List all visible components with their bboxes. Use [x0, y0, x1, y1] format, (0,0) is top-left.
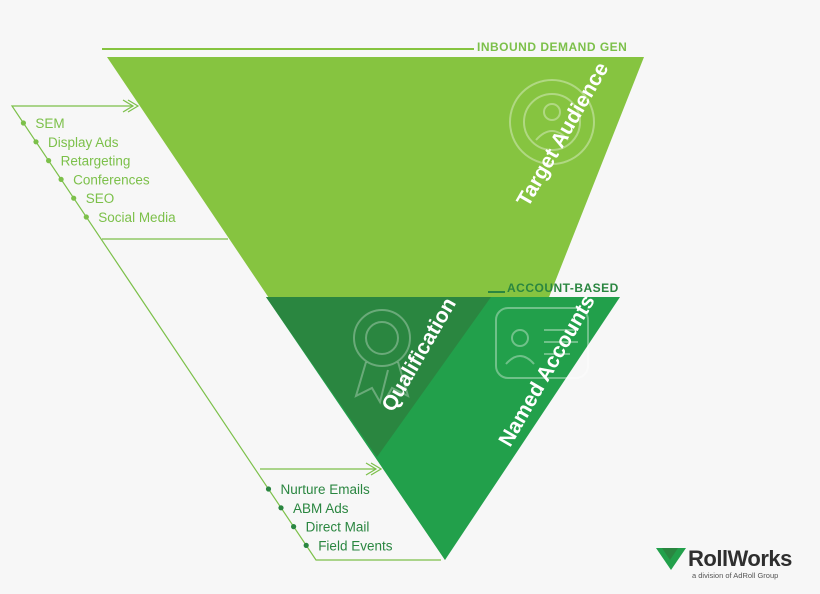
rollworks-logo-icon	[656, 548, 686, 570]
channel-item: Retargeting	[61, 154, 131, 169]
list-bullet	[291, 524, 297, 530]
channel-item: ABM Ads	[293, 501, 349, 516]
channel-item: SEM	[35, 116, 64, 131]
qualification-segment	[266, 297, 491, 457]
list-bullet	[33, 139, 39, 145]
list-bullet	[46, 158, 52, 164]
list-bullet	[83, 214, 89, 220]
logo-wordmark: RollWorks	[688, 546, 792, 571]
logo-tagline: a division of AdRoll Group	[692, 571, 779, 580]
list-bullet	[265, 486, 272, 492]
rollworks-logo: RollWorks a division of AdRoll Group	[656, 546, 816, 582]
list-bullet	[20, 120, 26, 126]
account-header: ACCOUNT-BASED	[507, 281, 619, 295]
channel-item: Social Media	[98, 210, 176, 225]
target-person-icon	[509, 79, 595, 165]
award-badge-icon	[353, 309, 411, 405]
channel-item: Direct Mail	[306, 520, 370, 535]
channel-item: Field Events	[318, 538, 393, 553]
inbound-header: INBOUND DEMAND GEN	[477, 40, 627, 54]
channel-bracket	[10, 99, 441, 561]
channel-item: Conferences	[73, 172, 150, 187]
list-bullet	[71, 195, 77, 201]
list-bullet	[58, 176, 64, 182]
list-bullet	[303, 542, 309, 549]
list-bullet	[278, 505, 284, 511]
channel-item: Display Ads	[48, 135, 119, 150]
channel-item: SEO	[86, 191, 115, 206]
id-card-icon	[495, 307, 589, 379]
channel-item: Nurture Emails	[281, 482, 371, 497]
